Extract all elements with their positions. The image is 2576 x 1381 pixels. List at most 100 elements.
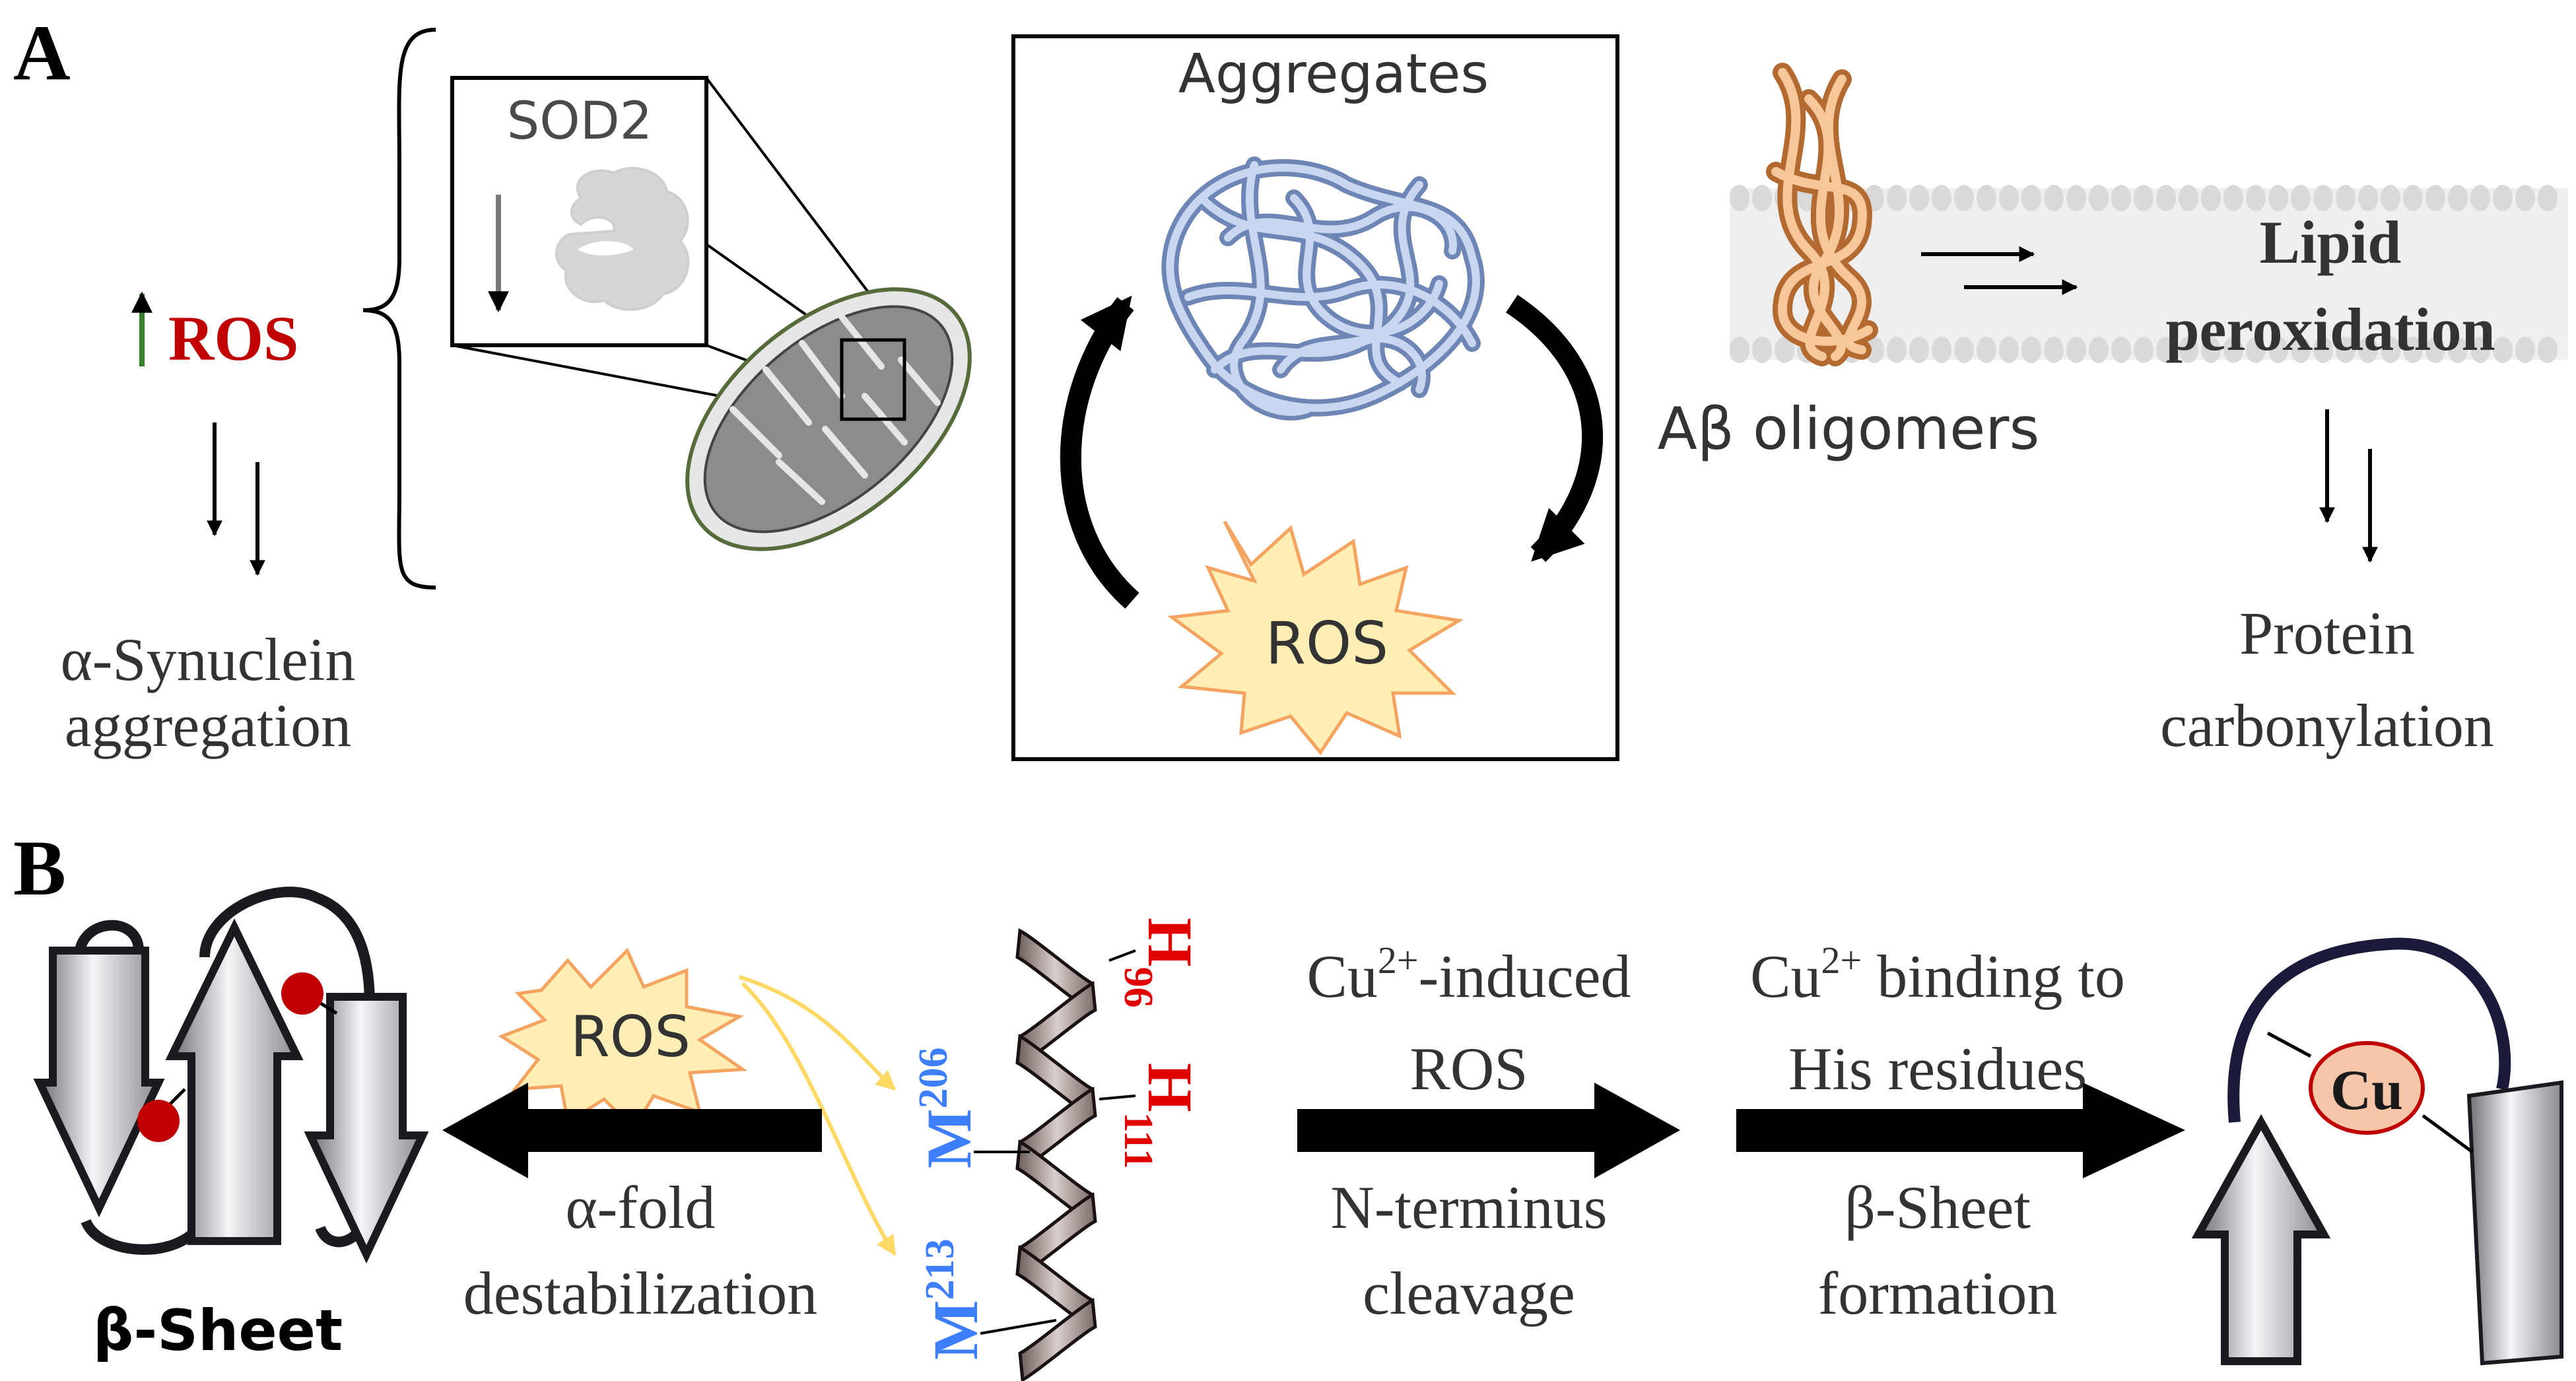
alpha-helix-structure bbox=[1015, 928, 1097, 1381]
lipid-head bbox=[2493, 337, 2513, 363]
cu-bound-structure bbox=[2191, 937, 2563, 1366]
lipid-head bbox=[1932, 185, 1951, 211]
svg-text:M213: M213 bbox=[918, 1238, 991, 1360]
lipid-head bbox=[1999, 337, 2019, 363]
cu-induced-ros-line1: Cu2+-induced bbox=[1307, 939, 1631, 1010]
residue-label-m206: M206 bbox=[911, 1047, 984, 1168]
ros-burst-icon bbox=[1167, 520, 1464, 756]
lipid-head bbox=[2448, 337, 2468, 363]
lipid-head bbox=[2156, 337, 2176, 363]
lipid-head bbox=[2358, 185, 2378, 211]
lipid-head bbox=[1887, 185, 1907, 211]
lipid-head bbox=[2268, 337, 2288, 363]
helix-turn bbox=[1018, 1298, 1097, 1381]
sod2-protein-icon bbox=[555, 166, 690, 311]
sod2-cleft bbox=[578, 241, 634, 256]
beta-sheet-structure bbox=[33, 887, 429, 1264]
svg-text:H96: H96 bbox=[1116, 918, 1205, 1008]
beta-sheet-formation-line1: β-Sheet bbox=[1845, 1174, 2031, 1241]
lipid-head bbox=[2223, 185, 2243, 211]
lipid-head bbox=[1909, 185, 1929, 211]
lipid-head bbox=[2179, 337, 2198, 363]
fold-destab-line1: α-fold bbox=[565, 1174, 715, 1241]
lipid-head bbox=[2448, 185, 2468, 211]
mitochondrion-icon bbox=[685, 287, 972, 551]
lipid-head bbox=[2111, 337, 2131, 363]
lipid-head bbox=[2515, 185, 2535, 211]
thick-arrow-right-2 bbox=[1736, 1083, 2185, 1178]
lipid-head bbox=[2470, 337, 2490, 363]
lipid-head bbox=[1864, 337, 1884, 363]
lipid-head bbox=[2403, 337, 2423, 363]
lipid-head bbox=[1730, 337, 1749, 363]
lipid-head bbox=[2313, 337, 2333, 363]
lipid-head bbox=[1730, 185, 1749, 211]
panel-a-label: A bbox=[13, 9, 71, 96]
ros-label-b: ROS bbox=[570, 1004, 691, 1070]
leader-line-h96 bbox=[1108, 949, 1136, 962]
asyn-aggregation-line2: aggregation bbox=[65, 692, 351, 759]
lipid-head bbox=[2403, 185, 2423, 211]
lipid-head bbox=[2493, 185, 2513, 211]
lipid-head bbox=[2246, 185, 2266, 211]
lipid-head bbox=[2268, 185, 2288, 211]
lipid-head bbox=[1977, 185, 1996, 211]
beta-strand-arrow-down-2 bbox=[304, 993, 429, 1264]
abeta-oligomer-icon bbox=[1766, 63, 1878, 366]
yellow-arrow-to-m206 bbox=[739, 975, 897, 1091]
leader-line-m213 bbox=[980, 1319, 1057, 1335]
cycle-arrow-left bbox=[1060, 295, 1139, 609]
lipid-head bbox=[1775, 337, 1794, 363]
lipid-head bbox=[2089, 185, 2109, 211]
lipid-head bbox=[2358, 337, 2378, 363]
lipid-peroxidation-line2: peroxidation bbox=[2165, 296, 2495, 363]
leader-line-h111 bbox=[1099, 1095, 1136, 1100]
panel-b-label: B bbox=[13, 824, 66, 912]
lipid-head bbox=[2089, 337, 2109, 363]
ros-label: ROS bbox=[168, 303, 298, 374]
abeta-oligomers-label: Aβ oligomers bbox=[1658, 395, 2040, 463]
lipid-head bbox=[2044, 337, 2064, 363]
metal-site-dot bbox=[137, 1100, 180, 1142]
lipid-head bbox=[1909, 337, 1929, 363]
beta-sheet-formation-line2: formation bbox=[1818, 1260, 2058, 1327]
protein-carbonylation-line2: carbonylation bbox=[2160, 692, 2494, 759]
svg-text:H111: H111 bbox=[1116, 1063, 1205, 1169]
lipid-head bbox=[2134, 185, 2153, 211]
n-terminus-cleavage-line2: cleavage bbox=[1363, 1260, 1575, 1327]
lipid-head bbox=[2291, 337, 2311, 363]
cycle-arrow-right bbox=[1506, 294, 1603, 562]
lipid-head bbox=[2223, 337, 2243, 363]
yellow-arrow-to-m213 bbox=[741, 982, 897, 1256]
cu-induced-ros-line2: ROS bbox=[1410, 1035, 1528, 1102]
lipid-head bbox=[2021, 185, 2041, 211]
double-down-arrow-icon-2 bbox=[2319, 409, 2378, 563]
lipid-head bbox=[2201, 185, 2221, 211]
lipid-head bbox=[2381, 337, 2400, 363]
cu-ion-circle bbox=[2309, 1041, 2425, 1135]
beta-strand-arrow-up-cu bbox=[2191, 1114, 2331, 1365]
lipid-head bbox=[1932, 337, 1951, 363]
asyn-aggregation-line1: α-Synuclein bbox=[61, 626, 356, 693]
lipid-head bbox=[1752, 185, 1772, 211]
lipid-head bbox=[2066, 185, 2086, 211]
lipid-head bbox=[2021, 337, 2041, 363]
lipid-head bbox=[2336, 337, 2356, 363]
aggregates-label: Aggregates bbox=[1178, 43, 1489, 106]
svg-text:M206: M206 bbox=[911, 1047, 984, 1168]
lipid-head bbox=[2425, 185, 2445, 211]
double-right-arrow-icon bbox=[1921, 246, 2078, 295]
lipid-head bbox=[2291, 185, 2311, 211]
double-down-arrow-icon bbox=[207, 422, 265, 576]
lipid-head bbox=[2381, 185, 2400, 211]
lipid-head bbox=[1977, 337, 1996, 363]
lipid-head bbox=[2201, 337, 2221, 363]
lipid-head bbox=[2538, 337, 2558, 363]
lipid-head bbox=[1752, 337, 1772, 363]
cu-binding-line1: Cu2+ binding to bbox=[1750, 939, 2125, 1010]
lipid-head bbox=[1887, 337, 1907, 363]
residue-label-h96: H96 bbox=[1116, 918, 1205, 1008]
lipid-head bbox=[1999, 185, 2019, 211]
thick-arrow-left bbox=[442, 1083, 822, 1178]
beta-strand-cylinder bbox=[2466, 1080, 2563, 1366]
